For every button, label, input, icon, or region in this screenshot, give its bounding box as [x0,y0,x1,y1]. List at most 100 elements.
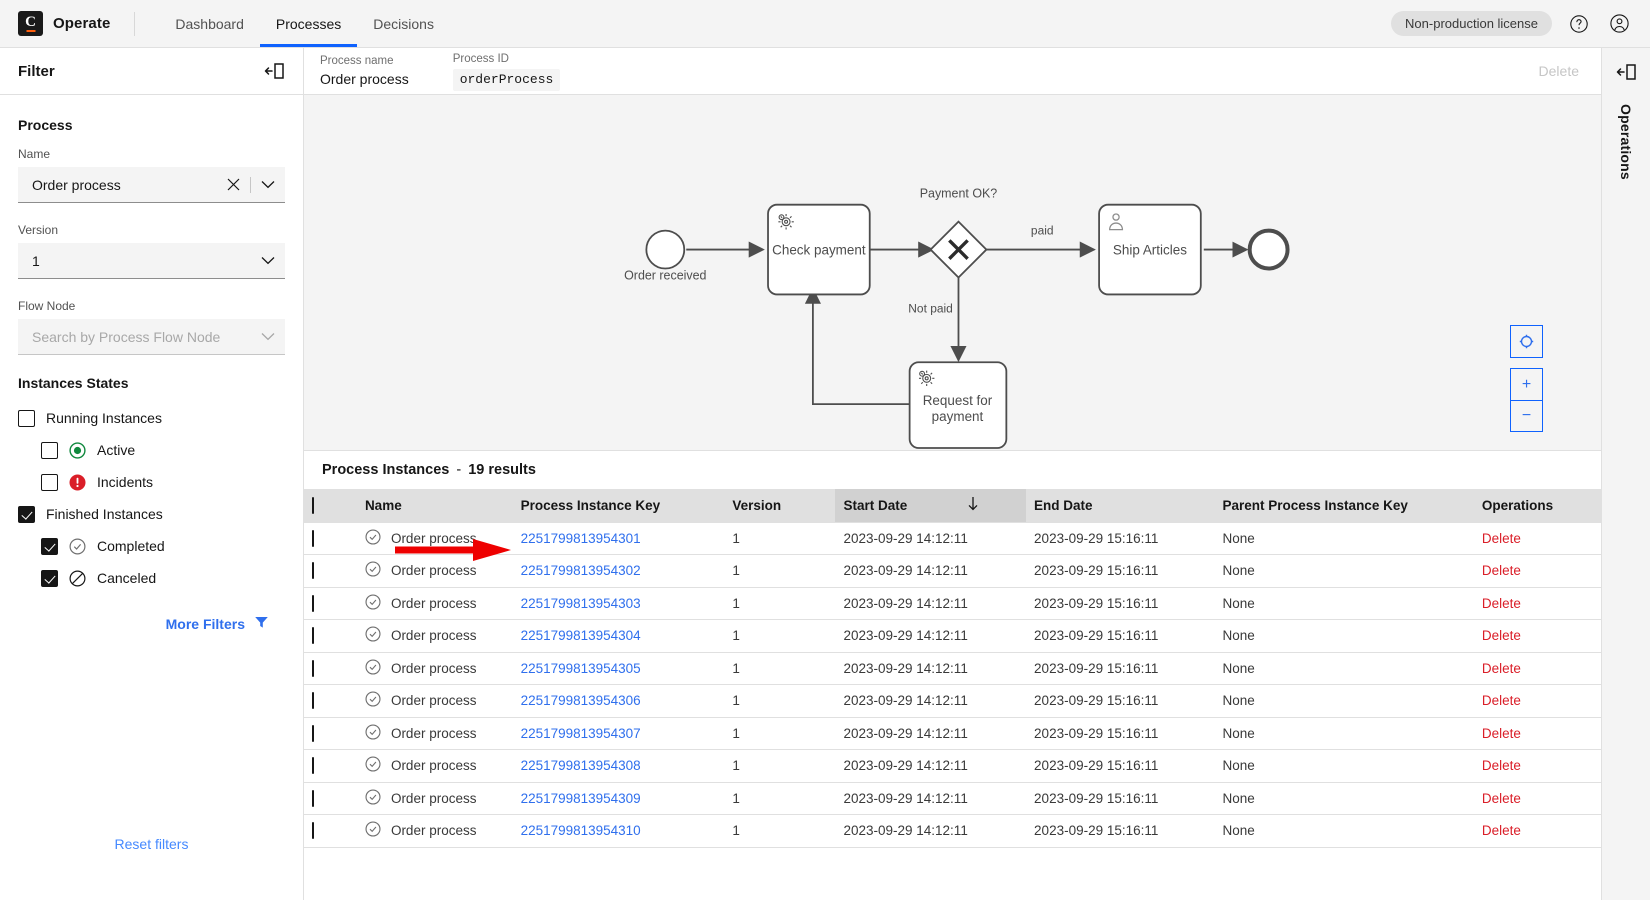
process-instance-key-link[interactable]: 2251799813954310 [520,823,641,839]
nav-item-decisions[interactable]: Decisions [373,15,434,32]
cell-process-instance-key[interactable]: 2251799813954309 [512,782,725,815]
help-circle-icon[interactable] [1566,11,1592,37]
cell-operations[interactable]: Delete [1473,554,1601,588]
select-all-header[interactable] [304,489,357,522]
row-delete-link[interactable]: Delete [1481,823,1521,839]
row-select-cell[interactable] [304,684,357,718]
filter-running-instances[interactable]: Running Instances [18,407,285,429]
row-delete-link[interactable]: Delete [1481,595,1521,611]
cell-operations[interactable]: Delete [1473,521,1601,555]
row-select-cell[interactable] [304,814,357,848]
checkbox-row-select[interactable] [312,757,314,775]
row-delete-link[interactable]: Delete [1481,628,1521,644]
column-header-parent-process-instance-key[interactable]: Parent Process Instance Key [1214,489,1474,522]
reset-zoom-icon[interactable] [1511,326,1542,357]
bpmn-task-ship-articles[interactable]: Ship Articles [1098,203,1202,296]
column-header-operations[interactable]: Operations [1473,489,1601,522]
column-header-process-instance-key[interactable]: Process Instance Key [512,489,725,522]
cell-process-instance-key[interactable]: 2251799813954303 [512,587,725,620]
row-select-cell[interactable] [304,554,357,588]
cell-operations[interactable]: Delete [1473,684,1601,718]
row-select-cell[interactable] [304,619,357,653]
cell-operations[interactable]: Delete [1473,652,1601,685]
row-delete-link[interactable]: Delete [1481,660,1521,676]
cell-process-instance-key[interactable]: 2251799813954301 [512,521,725,555]
filter-canceled[interactable]: Canceled [18,567,285,589]
process-instance-key-link[interactable]: 2251799813954309 [520,790,641,806]
more-filters-button[interactable]: More Filters [18,615,285,633]
cell-operations[interactable]: Delete [1473,587,1601,620]
chevron-down-icon[interactable] [251,243,285,278]
checkbox-finished-instances[interactable] [18,505,35,523]
process-instance-key-link[interactable]: 2251799813954301 [520,530,641,546]
process-instance-key-link[interactable]: 2251799813954304 [520,628,641,644]
cell-process-instance-key[interactable]: 2251799813954307 [512,717,725,750]
bpmn-end-event[interactable] [1247,228,1290,271]
row-select-cell[interactable] [304,587,357,620]
row-select-cell[interactable] [304,717,357,750]
checkbox-row-select[interactable] [312,692,314,710]
user-avatar-icon[interactable] [1606,11,1632,37]
cell-operations[interactable]: Delete [1473,619,1601,653]
column-header-end-date[interactable]: End Date [1026,489,1215,522]
checkbox-completed[interactable] [41,537,58,555]
checkbox-row-select[interactable] [312,562,314,580]
cell-operations[interactable]: Delete [1473,717,1601,750]
cell-process-instance-key[interactable]: 2251799813954310 [512,814,725,848]
row-delete-link[interactable]: Delete [1481,693,1521,709]
chevron-down-icon[interactable] [251,319,285,354]
chevron-down-icon[interactable] [251,167,285,202]
checkbox-select-all[interactable] [312,496,314,514]
bpmn-task-request-for-payment[interactable]: Request for payment [908,361,1008,449]
process-instance-key-link[interactable]: 2251799813954308 [520,758,641,774]
row-delete-link[interactable]: Delete [1481,563,1521,579]
checkbox-canceled[interactable] [41,569,58,587]
process-instance-key-link[interactable]: 2251799813954302 [520,563,641,579]
checkbox-row-select[interactable] [312,594,314,612]
checkbox-row-select[interactable] [312,789,314,807]
cell-operations[interactable]: Delete [1473,814,1601,848]
bpmn-diagram-canvas[interactable]: Order received Check payment [304,95,1601,451]
row-delete-link[interactable]: Delete [1481,758,1521,774]
process-instance-key-link[interactable]: 2251799813954306 [520,693,641,709]
cell-process-instance-key[interactable]: 2251799813954308 [512,749,725,783]
cell-process-instance-key[interactable]: 2251799813954304 [512,619,725,653]
nav-item-dashboard[interactable]: Dashboard [175,15,244,32]
flow-node-combobox[interactable]: Search by Process Flow Node [18,319,285,355]
column-header-start-date[interactable]: Start Date [835,489,1027,522]
row-delete-link[interactable]: Delete [1481,725,1521,741]
delete-process-button[interactable]: Delete [1538,63,1579,79]
bpmn-gateway-payment-ok[interactable]: Payment OK? [920,187,998,279]
checkbox-active[interactable] [41,441,58,459]
bpmn-task-check-payment[interactable]: Check payment [767,203,871,296]
checkbox-row-select[interactable] [312,822,314,840]
bpmn-start-event[interactable] [645,229,686,270]
checkbox-running-instances[interactable] [18,409,35,427]
process-version-select[interactable]: 1 [18,243,285,279]
filter-finished-instances[interactable]: Finished Instances [18,503,285,525]
checkbox-row-select[interactable] [312,659,314,677]
zoom-out-button[interactable]: − [1511,400,1542,431]
checkbox-row-select[interactable] [312,529,314,547]
reset-zoom-button[interactable] [1510,325,1543,358]
cell-process-instance-key[interactable]: 2251799813954305 [512,652,725,685]
nav-item-processes[interactable]: Processes [259,0,358,47]
brand-logo-group[interactable]: C Operate [0,0,110,47]
filter-active[interactable]: Active [18,439,285,461]
panel-collapse-icon[interactable] [263,61,285,81]
process-instance-key-link[interactable]: 2251799813954305 [520,660,641,676]
operations-panel-label[interactable]: Operations [1618,104,1634,180]
filter-completed[interactable]: Completed [18,535,285,557]
process-instance-key-link[interactable]: 2251799813954303 [520,595,641,611]
row-select-cell[interactable] [304,749,357,783]
row-select-cell[interactable] [304,782,357,815]
process-instance-key-link[interactable]: 2251799813954307 [520,725,641,741]
checkbox-row-select[interactable] [312,627,314,645]
